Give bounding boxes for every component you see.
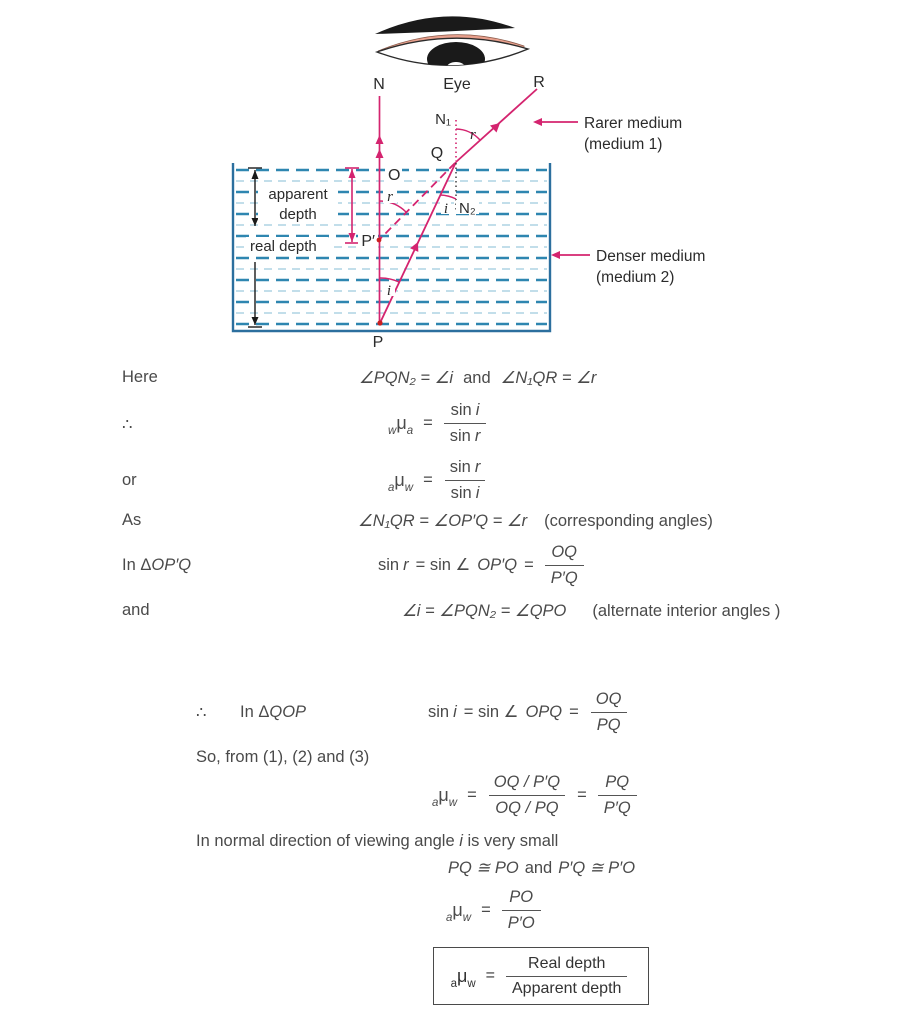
- eq11-formula: PQ ≅ PO and P′Q ≅ P′O: [448, 858, 636, 878]
- label-n1: N₁: [435, 111, 451, 128]
- angle-i-arc-bottom: [379, 277, 400, 283]
- eq1-part2: ∠N₁QR = ∠r: [500, 369, 597, 387]
- label-o: O: [388, 167, 400, 184]
- fraction-pq-ppq: PQ P′Q: [597, 773, 637, 818]
- refracted-ray: [455, 88, 538, 163]
- label-angle-r-inner: r: [387, 189, 393, 205]
- denser-medium-arrow: [551, 251, 590, 259]
- angle-r-arc-top: [455, 128, 481, 141]
- label-rarer-medium-2: (medium 1): [584, 136, 662, 153]
- up-arrowhead: [375, 149, 384, 158]
- fraction-ratio: OQ / P′Q OQ / PQ: [488, 773, 566, 818]
- virtual-ray-dashed: [378, 162, 456, 241]
- eq1-label: Here: [122, 368, 158, 386]
- fraction-oq-pq: OQ PQ: [590, 690, 628, 735]
- equals-sign: =: [467, 785, 477, 804]
- fraction-po-ppo: PO P′O: [501, 888, 541, 933]
- eq4-angles: ∠N₁QR = ∠OP′Q = ∠r: [358, 512, 528, 530]
- label-denser-medium-1: Denser medium: [596, 248, 705, 265]
- eq10-text: In normal direction of viewing angle i i…: [196, 832, 559, 850]
- label-apparent-depth-1: apparent: [268, 186, 328, 203]
- eq6-note: (alternate interior angles ): [592, 601, 781, 620]
- label-apparent-depth-2: depth: [279, 206, 317, 223]
- label-eye: Eye: [443, 76, 471, 93]
- equals-sign: =: [423, 413, 433, 432]
- label-angle-i-bottom: i: [387, 283, 391, 299]
- rarer-medium-arrow: [533, 118, 578, 126]
- eq1-formula: ∠PQN₂ = ∠i and ∠N₁QR = ∠r: [359, 368, 596, 388]
- eq11-and: and: [524, 858, 553, 877]
- label-rarer-medium-1: Rarer medium: [584, 115, 682, 132]
- point-p-dot: [377, 320, 383, 326]
- label-angle-r-top: r: [470, 127, 476, 143]
- eq7-label-therefore: ∴: [196, 704, 207, 722]
- eye-illustration: [374, 16, 531, 66]
- tank-border: [231, 163, 552, 333]
- fraction-oq-ppq: OQ P′Q: [544, 543, 584, 588]
- equals-sign: =: [569, 702, 579, 721]
- equals-sign: =: [423, 470, 433, 489]
- eq8-text: So, from (1), (2) and (3): [196, 748, 370, 766]
- eyebrow-shape: [375, 16, 515, 34]
- equals-sign: =: [524, 555, 534, 574]
- label-denser-medium-2: (medium 2): [596, 269, 674, 286]
- equals-sign: =: [577, 785, 587, 804]
- label-q: Q: [431, 145, 443, 162]
- normal-line-pn: [375, 96, 384, 323]
- eq1-and: and: [463, 368, 491, 387]
- fraction-real-apparent: Real depth Apparent depth: [506, 955, 628, 998]
- equals-sign: =: [485, 967, 495, 984]
- eq7-mid: = sin ∠: [463, 703, 519, 721]
- label-p-prime: P′: [361, 233, 375, 250]
- label-n: N: [373, 76, 385, 93]
- eq6-label-and: and: [122, 601, 150, 619]
- label-angle-i-surface: i: [444, 201, 448, 217]
- eq6-angles: ∠i = ∠PQN₂ = ∠QPO: [402, 602, 567, 620]
- ray-arrowhead: [490, 123, 500, 133]
- angle-r-arc-inner: [378, 200, 407, 213]
- eq4-label-as: As: [122, 511, 142, 529]
- label-real-depth: real depth: [250, 238, 317, 255]
- sin-fn: sin: [378, 555, 400, 574]
- refraction-diagram: N Eye R N₁ r Q O r i N₂ P′ i P apparent …: [231, 16, 705, 351]
- angle-i-arc-surface: [439, 194, 457, 200]
- incident-ray: [379, 161, 457, 324]
- eq3-label-or: or: [122, 471, 137, 489]
- eq4-note: (corresponding angles): [544, 511, 713, 530]
- label-p: P: [373, 334, 384, 351]
- eq4-formula: ∠N₁QR = ∠OP′Q = ∠r (corresponding angles…: [358, 511, 713, 531]
- sin-fn: sin: [428, 702, 450, 721]
- pupil-highlight: [447, 62, 465, 66]
- eq6-formula: ∠i = ∠PQN₂ = ∠QPO (alternate interior an…: [402, 601, 780, 621]
- label-n2: N₂: [459, 200, 476, 217]
- eq1-part1: ∠PQN₂ = ∠i: [359, 369, 454, 387]
- apparent-depth-arrow: [345, 167, 359, 244]
- ray-arrowhead: [410, 242, 419, 252]
- eq2-label-therefore: ∴: [122, 416, 133, 434]
- equals-sign: =: [481, 900, 491, 919]
- eq5-mid: = sin ∠: [415, 556, 471, 574]
- up-arrowhead: [375, 135, 384, 144]
- real-depth-arrow: [248, 167, 262, 328]
- point-p-prime-dot: [376, 237, 382, 243]
- label-r-ray: R: [533, 74, 545, 91]
- label-halos: [246, 168, 479, 296]
- iris-shape: [427, 42, 485, 66]
